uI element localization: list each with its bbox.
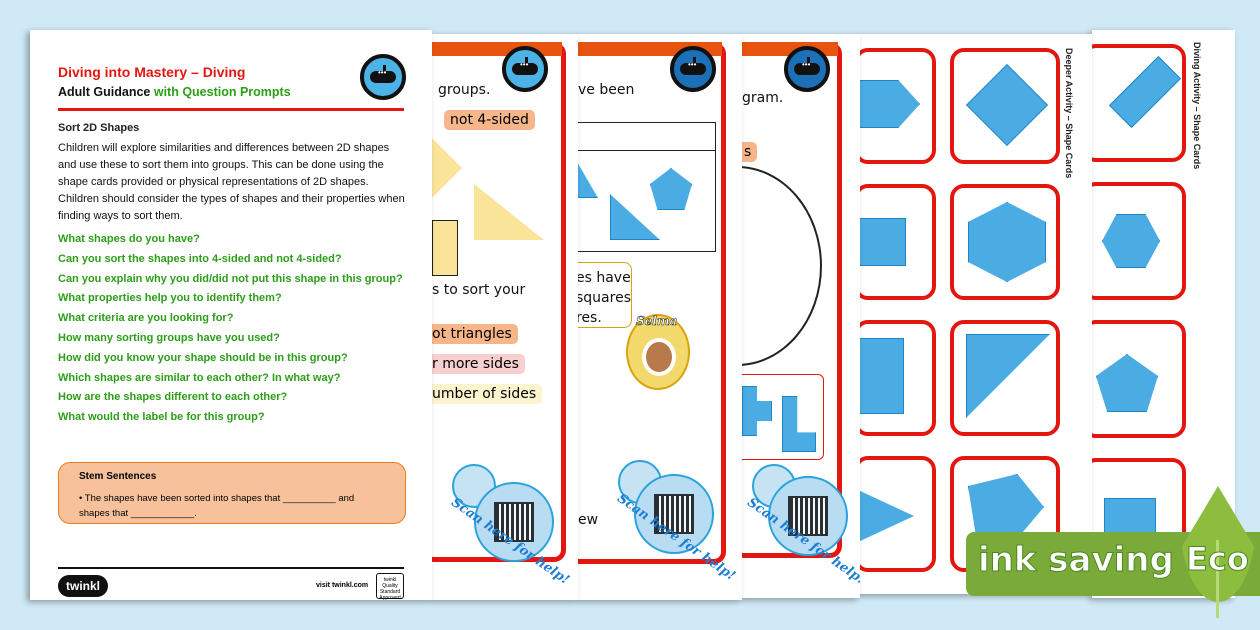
activity-page-2: ve been es have squares res. Selma ew Sc… [578,34,742,600]
square-diamond-shape [965,63,1049,147]
submarine-badge-icon [502,46,548,92]
prompt: What would the label be for this group? [58,411,265,424]
shape-card [950,184,1060,300]
prompt: What criteria are you looking for? [58,312,234,325]
qr-code[interactable] [474,482,554,562]
prompt: How many sorting groups have you used? [58,331,280,344]
page-label: Deeper Activity – Shape Cards [1064,48,1074,179]
prompt: What properties help you to identify the… [58,292,282,305]
quality-approved-stamp: twinkl Quality Standard Approved [376,573,404,600]
prompt: Can you sort the shapes into 4-sided and… [58,252,342,265]
deeper-shape-cards-page: Deeper Activity – Shape Cards [860,34,1092,594]
ink-saving-text: ink saving [978,540,1175,581]
label-tag: ot triangles [432,324,518,344]
title-divider [58,108,404,111]
shapes-box [742,374,824,460]
stem-title: Stem Sentences [79,471,157,482]
pentagon-shape [1096,354,1158,412]
rectangle-shape [860,338,904,414]
right-triangle-shape [966,334,1050,418]
shape-card [950,320,1060,436]
page-subtitle: Adult Guidance with Question Prompts [58,85,291,99]
stem-sentences-box: Stem Sentences • The shapes have been so… [58,462,406,524]
question-prompts: What shapes do you have? Can you sort th… [58,230,403,428]
label-tag: umber of sides [432,384,543,404]
section-heading: Sort 2D Shapes [58,122,140,134]
prompt: Can you explain why you did/did not put … [58,272,403,285]
shape-card [1092,320,1186,438]
instruction-text: ve been [578,82,635,98]
prompt: How did you know your shape should be in… [58,351,348,364]
qr-code[interactable] [768,476,848,556]
visit-link[interactable]: visit twinkl.com [316,582,369,589]
shape-card [1092,182,1186,300]
shape-card [860,48,936,164]
twinkl-logo: twinkl [58,575,109,597]
shape-card [860,320,936,436]
instruction-text: gram. [742,90,784,106]
page-title: Diving into Mastery – Diving [58,64,246,80]
leaf-stem [1216,540,1219,618]
activity-page-3: gram. s Scan here for help! [742,34,860,598]
prompt: What shapes do you have? [58,233,200,245]
hexagon-shape [1102,214,1160,268]
subtitle-black: Adult Guidance [58,85,151,99]
shape-card [860,456,936,572]
rectangle-shape [1108,55,1182,129]
sorting-table [578,122,716,252]
shape-card [860,184,936,300]
hexagon-shape [968,202,1046,282]
page-label: Diving Activity – Shape Cards [1192,42,1202,170]
shape-card [950,48,1060,164]
speech-text: squares [578,290,631,306]
speech-text: res. [578,310,602,326]
rectangle-shape [432,220,458,276]
triangle-shape [860,490,914,542]
pentagon-shape [968,474,1044,534]
square-shape [860,218,906,266]
label-tag: s [742,142,758,162]
submarine-badge-icon [784,46,830,92]
submarine-badge-icon [670,46,716,92]
speech-text: es have [578,270,631,286]
instruction-text: groups. [438,82,491,98]
selma-avatar [626,314,690,390]
instruction-text: s to sort your [432,282,526,298]
label-tag: not 4-sided [444,110,535,130]
pentagon-shape [860,80,920,128]
adult-guidance-page: Diving into Mastery – Diving Adult Guida… [30,30,432,600]
submarine-badge-icon [360,54,406,100]
footer-divider [58,567,404,569]
character-name: Selma [636,314,678,329]
instruction-text: ew [578,512,599,528]
intro-paragraph: Children will explore similarities and d… [58,142,405,222]
shape-card [1092,44,1186,162]
eco-text: Eco [1186,540,1250,579]
prompt: Which shapes are similar to each other? … [58,371,341,384]
label-tag: r more sides [432,354,525,374]
qr-code[interactable] [634,474,714,554]
stem-sentence: • The shapes have been sorted into shape… [79,493,355,519]
activity-page-1: groups. not 4-sided s to sort your ot tr… [432,34,578,600]
speech-bubble [578,262,632,328]
prompt: How are the shapes different to each oth… [58,391,288,404]
subtitle-green: with Question Prompts [153,85,291,99]
